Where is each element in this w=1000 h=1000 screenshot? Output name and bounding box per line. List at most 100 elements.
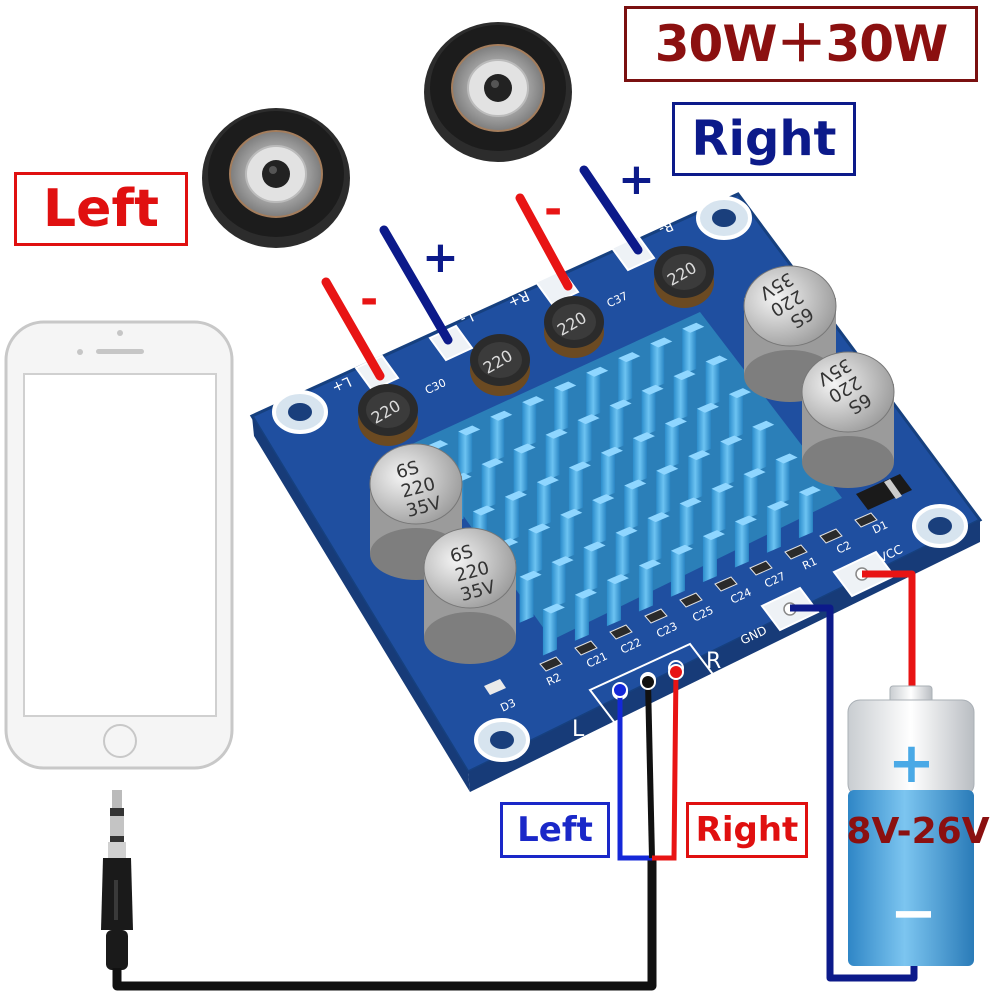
heatsink-fin	[504, 490, 527, 543]
input-ground-wire	[645, 681, 655, 859]
right-input-label: Right	[686, 802, 808, 858]
heatsink-fin	[682, 322, 705, 375]
heatsink-fin	[664, 417, 687, 470]
heatsink-fin	[577, 414, 600, 467]
power-rating-text: 30W＋30W	[654, 15, 948, 73]
heatsink-fin	[728, 388, 751, 441]
heatsink-fin	[528, 523, 551, 576]
supply-voltage-label: 8V-26V	[838, 806, 998, 858]
heatsink-fin	[734, 515, 757, 568]
heatsink-icon	[412, 312, 842, 656]
heatsink-fin	[743, 468, 766, 521]
input-right-wire	[652, 669, 679, 861]
heatsink-fin	[656, 464, 679, 517]
left-speaker-label-text: Left	[43, 179, 159, 239]
supply-voltage-text: 8V-26V	[846, 811, 990, 852]
heatsink-fin	[798, 486, 821, 539]
heatsink-fin	[606, 574, 629, 627]
right-speaker-plus-wire	[579, 165, 643, 255]
smd-component	[784, 544, 808, 560]
heatsink-fin	[458, 425, 481, 478]
right-speaker-minus-sign: -	[544, 184, 562, 235]
heatsink-fin	[641, 384, 664, 437]
inductor: 220	[358, 384, 418, 446]
heatsink-fin	[673, 370, 696, 423]
power-rating-label: 30W＋30W	[624, 6, 978, 82]
right-speaker-plus-sign: +	[618, 154, 655, 205]
left-speaker-minus-wire	[321, 277, 385, 381]
smd-component	[819, 528, 843, 544]
heatsink-fin	[632, 432, 655, 485]
left-speaker-label: Left	[14, 172, 188, 246]
mounting-hole	[272, 390, 328, 434]
heatsink-fin	[536, 476, 559, 529]
heatsink-fin	[696, 402, 719, 455]
heatsink-fin	[688, 450, 711, 503]
heatsink-fin	[542, 603, 565, 656]
led-d3	[484, 679, 506, 695]
heatsink-fin	[705, 355, 728, 408]
smd-component	[644, 608, 668, 624]
silk-in-l: L	[572, 717, 585, 742]
heatsink-fin	[519, 570, 542, 623]
left-speaker-minus-sign: -	[360, 274, 378, 325]
mounting-hole	[474, 718, 530, 762]
heatsink-fin	[752, 420, 775, 473]
smd-component	[714, 576, 738, 592]
heatsink-fin	[615, 526, 638, 579]
diode-d1	[856, 474, 912, 510]
smd-component	[854, 512, 878, 528]
right-input-label-text: Right	[695, 810, 799, 850]
smd-component	[609, 624, 633, 640]
heatsink-fin	[679, 497, 702, 550]
heatsink-fin	[568, 461, 591, 514]
right-speaker-minus-wire	[515, 193, 573, 291]
heatsink-fin	[670, 544, 693, 597]
gnd-wire	[790, 604, 918, 982]
heatsink-fin	[711, 482, 734, 535]
heatsink-fin	[560, 508, 583, 561]
heatsink-fin	[720, 435, 743, 488]
smd-component	[539, 656, 563, 672]
heatsink-fin	[609, 399, 632, 452]
silk-r-minus: R-	[656, 217, 676, 238]
left-input-label: Left	[500, 802, 610, 858]
heatsink-fin	[522, 396, 545, 449]
smd-component	[679, 592, 703, 608]
silk-c2: C2	[834, 539, 853, 557]
speaker-icon	[424, 22, 572, 162]
audio-jack-icon	[101, 790, 133, 970]
heatsink-fin	[490, 410, 513, 463]
mounting-hole	[696, 196, 752, 240]
heatsink-fin	[554, 381, 577, 434]
silk-l-minus: L-	[458, 308, 476, 328]
smd-row	[539, 512, 878, 672]
heatsink-fin	[647, 512, 670, 565]
silk-r2: R2	[544, 671, 563, 689]
silk-l-plus: L+	[329, 373, 353, 396]
heatsink-fin	[551, 556, 574, 609]
heatsink-fin	[638, 559, 661, 612]
silk-r1: R1	[800, 555, 819, 573]
audio-cable	[112, 858, 657, 991]
heatsink-fin	[583, 541, 606, 594]
silk-d1: D1	[870, 518, 890, 536]
vcc-wire	[862, 570, 916, 690]
heatsink-fin	[481, 458, 504, 511]
left-speaker-plus-sign: +	[422, 232, 459, 283]
smd-component	[749, 560, 773, 576]
heatsink-fin	[775, 453, 798, 506]
inductor: 220	[470, 334, 530, 396]
battery-minus-sign: −	[890, 881, 937, 946]
battery-icon: + −	[847, 685, 975, 966]
input-left-wire	[617, 690, 652, 861]
heatsink-fin	[545, 428, 568, 481]
heatsink-fin	[766, 500, 789, 553]
smartphone-icon	[4, 320, 234, 770]
speaker-icon	[202, 108, 350, 248]
heatsink-fin	[600, 446, 623, 499]
